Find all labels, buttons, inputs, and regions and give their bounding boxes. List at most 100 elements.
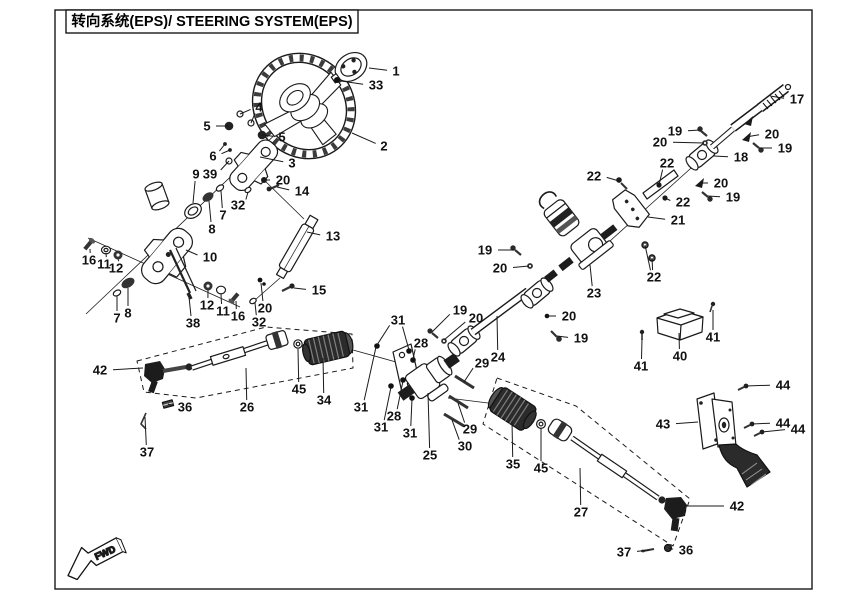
callout-leader [556, 335, 569, 338]
callout-label: 37 [140, 445, 154, 460]
callout-label: 27 [574, 505, 588, 520]
callout-label: 32 [231, 198, 245, 213]
callout-leader [368, 67, 388, 71]
callout-leader [250, 113, 256, 124]
bracket21-drawing [612, 189, 650, 228]
callout-label: 29 [463, 422, 477, 437]
callout-label: 39 [203, 167, 217, 182]
ring7-drawing [112, 289, 122, 297]
callout-leader [220, 293, 222, 305]
callout-leader [667, 547, 674, 550]
callout-leader [412, 349, 416, 360]
bracket3-drawing [229, 139, 279, 192]
callout-label: 19 [726, 190, 740, 205]
callout-label: 34 [317, 393, 332, 408]
callout-leader [647, 216, 666, 220]
callout-label: 2 [380, 139, 387, 154]
callout-leader [707, 195, 721, 198]
callout-label: 30 [458, 439, 472, 454]
callout-leader [451, 419, 460, 440]
callout-label: 12 [109, 261, 123, 276]
callout-leader [293, 287, 307, 290]
callout-label: 20 [258, 301, 272, 316]
callout-leader [761, 429, 786, 433]
pin37-left-drawing [140, 412, 147, 430]
callout-leader [745, 134, 760, 138]
left-tierod-drawing [136, 326, 354, 399]
upper-column-drawing [710, 83, 792, 150]
callout-leader [276, 186, 290, 191]
left-fasteners-drawing [83, 237, 123, 260]
eps-unit-drawing [538, 191, 618, 272]
bolt38-drawing [169, 247, 197, 300]
callout-label: 41 [634, 359, 648, 374]
callout-label: 32 [252, 315, 266, 330]
callout-leader [239, 108, 251, 115]
callout-leader [383, 386, 392, 421]
rack-screws-drawing [374, 343, 416, 401]
callout-label: 20 [469, 311, 483, 326]
callout-label: 14 [295, 184, 310, 199]
ring8-drawing [121, 277, 135, 289]
callout-leader [117, 258, 120, 262]
callout-leader [376, 325, 391, 346]
right-tierod-drawing [482, 377, 691, 547]
callout-leader [340, 80, 364, 85]
callout-leader [496, 315, 499, 351]
callout-label: 19 [778, 141, 792, 156]
callout-leader [427, 392, 431, 449]
callout-label: 1 [392, 64, 399, 79]
callout-leader [672, 141, 705, 144]
callout-leader [260, 282, 264, 302]
callout-label: 31 [374, 420, 388, 435]
callout-label: 10 [203, 250, 217, 265]
right-washer-row-drawing [203, 281, 240, 305]
callout-label: 6 [209, 149, 216, 164]
callout-label: 28 [414, 336, 428, 351]
callout-label: 16 [231, 309, 245, 324]
callout-label: 11 [216, 304, 230, 319]
diagram-frame [54, 9, 813, 590]
callout-label: 20 [714, 176, 728, 191]
callout-label: 16 [82, 253, 96, 268]
callout-leader [606, 176, 620, 182]
callout-label: 7 [219, 208, 226, 223]
callout-leader [769, 95, 785, 99]
callout-label: 22 [660, 156, 674, 171]
callout-leader [713, 155, 729, 158]
callout-label: 31 [391, 313, 405, 328]
callout-leader [644, 244, 651, 271]
callout-leader [221, 149, 231, 155]
callout-leader [219, 143, 226, 152]
callout-label: 20 [562, 309, 576, 324]
rack-pinion-drawing [392, 343, 460, 402]
callout-leader [443, 321, 466, 341]
callout-label: 45 [534, 461, 548, 476]
callout-label: 36 [178, 400, 192, 415]
callout-label: 5 [203, 119, 210, 134]
callout-leader [306, 231, 321, 236]
bolt33-drawing [334, 77, 340, 83]
callout-label: 25 [423, 448, 437, 463]
callout-label: 20 [765, 127, 779, 142]
callout-label: 37 [617, 545, 631, 560]
callout-label: 7 [113, 311, 120, 326]
callout-leader [297, 348, 300, 383]
callout-leader [254, 302, 257, 316]
callout-leader [687, 129, 701, 132]
bolts41-drawing [639, 301, 716, 340]
callout-label: 19 [668, 124, 682, 139]
callout-leader [512, 265, 530, 268]
callout-leader [636, 549, 650, 552]
callout-leader [259, 156, 284, 163]
callout-leader [457, 402, 466, 423]
callout-label: 42 [730, 499, 744, 514]
callout-label: 18 [734, 150, 748, 165]
diagram-border [54, 9, 813, 590]
callout-label: 22 [587, 169, 601, 184]
callout-leader [396, 380, 404, 410]
upper-rings-drawing [184, 184, 252, 219]
callout-label: 45 [292, 382, 306, 397]
